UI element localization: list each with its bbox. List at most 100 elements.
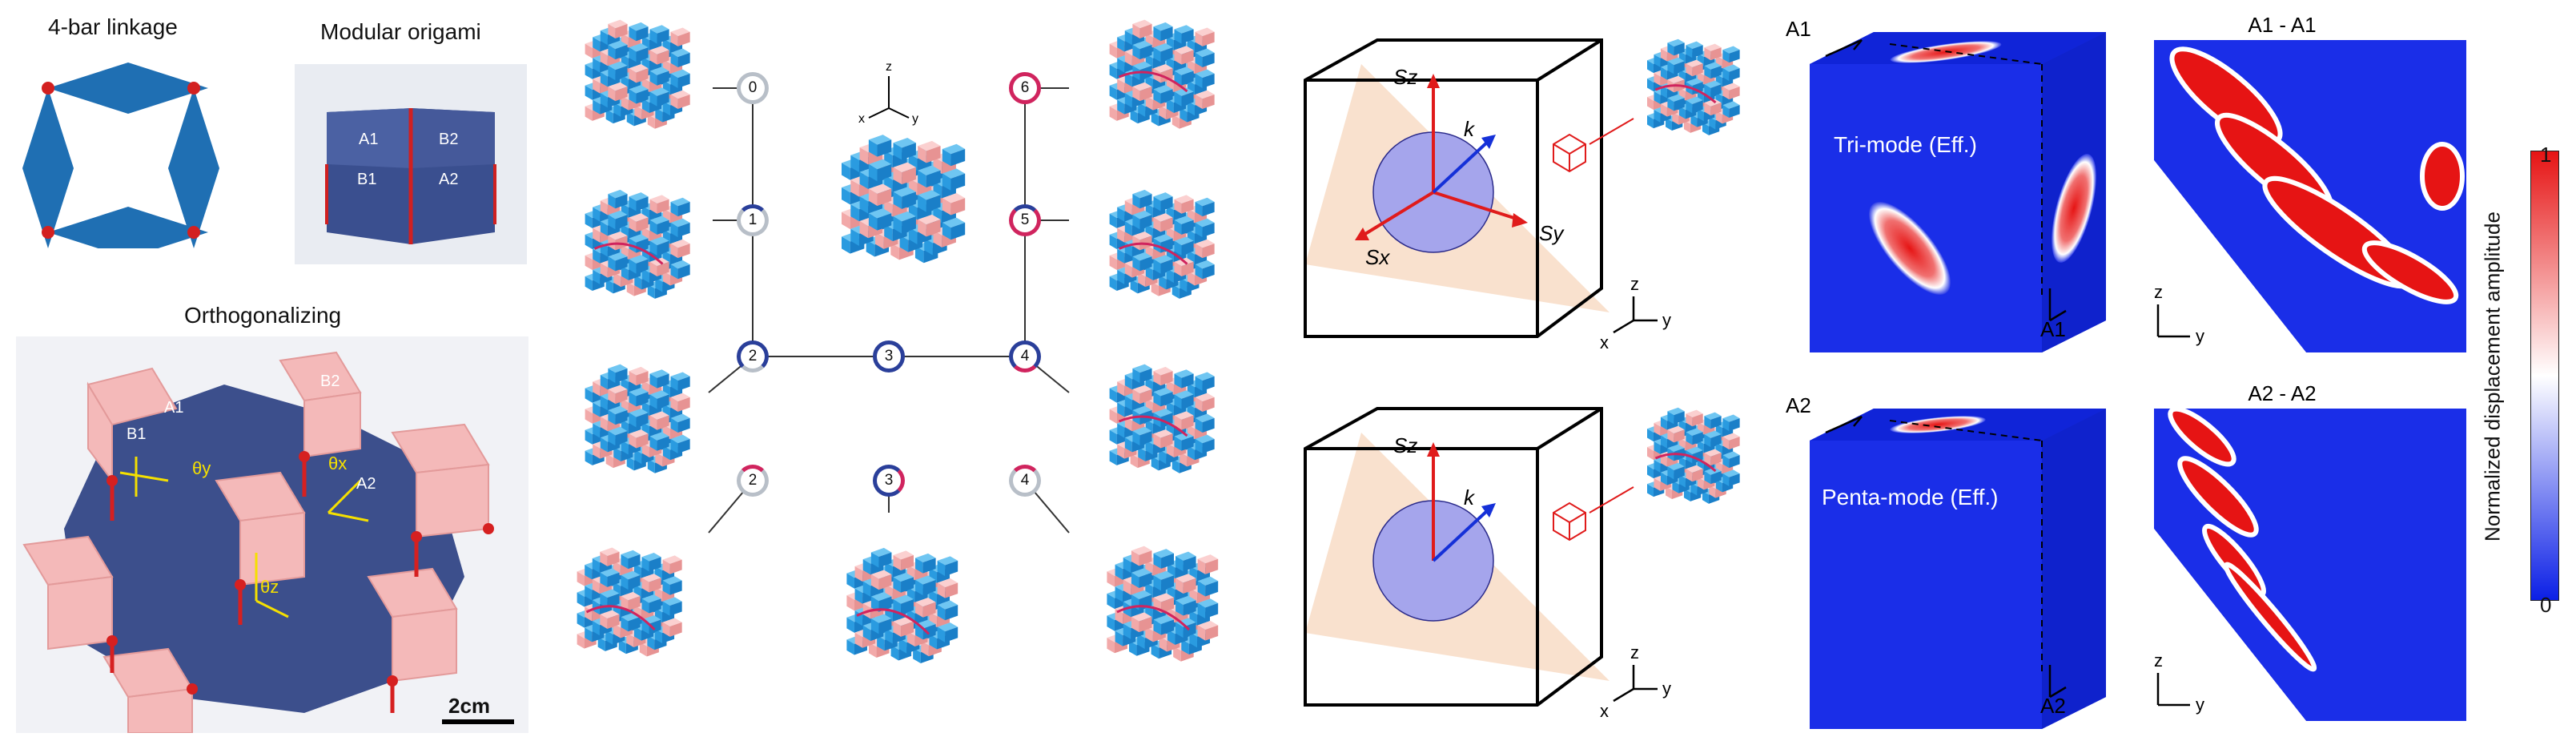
lattice-voxel xyxy=(1667,462,1685,480)
lattice-voxel xyxy=(1722,64,1740,82)
lattice-voxel xyxy=(670,413,690,433)
graph-node-3-lower: 3 xyxy=(873,465,905,497)
lattice-voxel xyxy=(1195,372,1215,391)
lattice-voxel xyxy=(1722,101,1740,119)
lattice-voxel xyxy=(1195,434,1215,454)
lattice-voxel xyxy=(1686,96,1703,114)
lattice-voxel xyxy=(1153,255,1173,274)
origami-face-b2: B2 xyxy=(439,131,458,148)
lattice-cube-4-lower xyxy=(1107,546,1219,662)
slice-a1-axis-z: z xyxy=(2154,282,2163,302)
lattice-cube-5 xyxy=(1109,189,1215,299)
lattice-voxel xyxy=(1686,409,1703,427)
lattice-cube-4 xyxy=(1109,364,1215,473)
vector-cube-diagrams: Sz k Sx Sy z y x Sz k xyxy=(1304,38,1671,721)
lattice-voxel xyxy=(1667,425,1685,443)
lattice-voxel xyxy=(893,187,916,209)
mode-highlight-strand xyxy=(1654,84,1717,104)
lattice-voxel xyxy=(1175,595,1196,616)
slice-title-a2: A2 - A2 xyxy=(2248,381,2316,405)
graph-node-1: 1 xyxy=(737,204,769,236)
lattice-voxel xyxy=(629,366,649,386)
lattice-voxel xyxy=(1195,48,1215,67)
vec-axis-z-top: z xyxy=(1630,274,1639,294)
bottom-vector-cube: Sz k z y x xyxy=(1304,407,1671,721)
colorbar-max: 1 xyxy=(2540,143,2552,167)
lattice-voxel xyxy=(670,48,690,67)
lattice-voxel xyxy=(670,260,690,280)
lattice-voxel xyxy=(893,162,916,185)
lattice-voxel xyxy=(1686,465,1703,482)
lattice-voxel xyxy=(1722,451,1740,469)
displacement-cubes: Tri-mode (Eff.) A1 A1 Penta-mode (Eff.) … xyxy=(1786,17,2106,729)
lattice-voxel xyxy=(608,19,628,39)
origami-photo: A1 B2 B1 A2 xyxy=(295,64,527,264)
graph-node-6: 6 xyxy=(1009,72,1041,104)
lattice-voxel xyxy=(649,195,669,214)
lattice-voxel xyxy=(621,570,641,590)
lattice-voxel xyxy=(1131,612,1152,633)
lattice-voxel xyxy=(893,572,914,593)
slice-a2 xyxy=(2154,406,2466,721)
vec-axis-x-top: x xyxy=(1600,332,1609,352)
lattice-voxel xyxy=(670,197,690,217)
lattice-cube-tri-preview xyxy=(1647,38,1740,135)
origami-face-a1: A1 xyxy=(359,131,378,148)
lattice-voxel xyxy=(1197,620,1219,641)
lattice-voxel xyxy=(1132,385,1152,405)
lattice-voxel xyxy=(1153,192,1173,211)
lattice-voxel xyxy=(670,239,690,259)
lattice-voxel xyxy=(1153,387,1173,407)
scale-label: 2cm xyxy=(448,694,491,718)
lattice-voxel xyxy=(1722,414,1740,432)
lattice-voxel xyxy=(608,405,628,425)
colorbar xyxy=(2530,151,2559,601)
lattice-voxel xyxy=(918,214,941,237)
lattice-voxel xyxy=(1195,393,1215,412)
four-bar-linkage-diagram xyxy=(22,62,219,248)
ortho-face-a1: A1 xyxy=(164,399,183,417)
lattice-voxel xyxy=(641,553,661,572)
lattice-voxel xyxy=(1131,546,1152,566)
lattice-voxel xyxy=(893,617,914,637)
vector-sz-top: Sz xyxy=(1393,65,1417,89)
lattice-voxel xyxy=(1153,366,1173,386)
penta-mode-label: Penta-mode (Eff.) xyxy=(1822,485,1998,509)
lattice-voxel xyxy=(1174,236,1194,256)
lattice-voxel xyxy=(1195,27,1215,46)
lattice-cube-penta-preview xyxy=(1647,407,1740,504)
lattice-voxel xyxy=(641,574,661,593)
lattice-voxel xyxy=(649,46,669,65)
lattice-voxel xyxy=(1195,90,1215,110)
vector-sz-bottom: Sz xyxy=(1393,433,1417,457)
lattice-voxel xyxy=(1197,576,1219,597)
mode-highlight-strand xyxy=(1118,242,1188,265)
lattice-cube-1 xyxy=(585,189,690,299)
lattice-cube-6 xyxy=(1109,19,1215,129)
lattice-voxel xyxy=(608,40,628,60)
graph-axis-y: y xyxy=(912,112,918,126)
lattice-voxel xyxy=(670,218,690,238)
lattice-voxel xyxy=(1174,66,1194,86)
lattice-voxel xyxy=(600,589,620,608)
graph-node-3: 3 xyxy=(873,340,905,373)
tri-mode-label: Tri-mode (Eff.) xyxy=(1834,132,1977,157)
lattice-voxel xyxy=(641,594,661,614)
lattice-voxel xyxy=(629,192,649,211)
lattice-voxel xyxy=(1686,41,1703,58)
lattice-voxel xyxy=(629,64,649,83)
lattice-voxel xyxy=(1174,215,1194,235)
origami-face-a2: A2 xyxy=(439,171,458,188)
lattice-voxel xyxy=(629,409,649,428)
slice-a2-axis-y: y xyxy=(2196,695,2204,715)
vec-axis-z-bottom: z xyxy=(1630,642,1639,662)
angle-theta-y: θy xyxy=(192,458,211,478)
lattice-voxel xyxy=(1195,413,1215,433)
lattice-voxel xyxy=(649,66,669,86)
mode-highlight-strand xyxy=(856,608,930,635)
angle-theta-x: θx xyxy=(328,453,347,473)
lattice-cube-2 xyxy=(585,364,690,473)
lattice-voxel xyxy=(1132,189,1152,209)
vector-k-top: k xyxy=(1464,117,1476,141)
ortho-face-a2: A2 xyxy=(356,475,376,493)
